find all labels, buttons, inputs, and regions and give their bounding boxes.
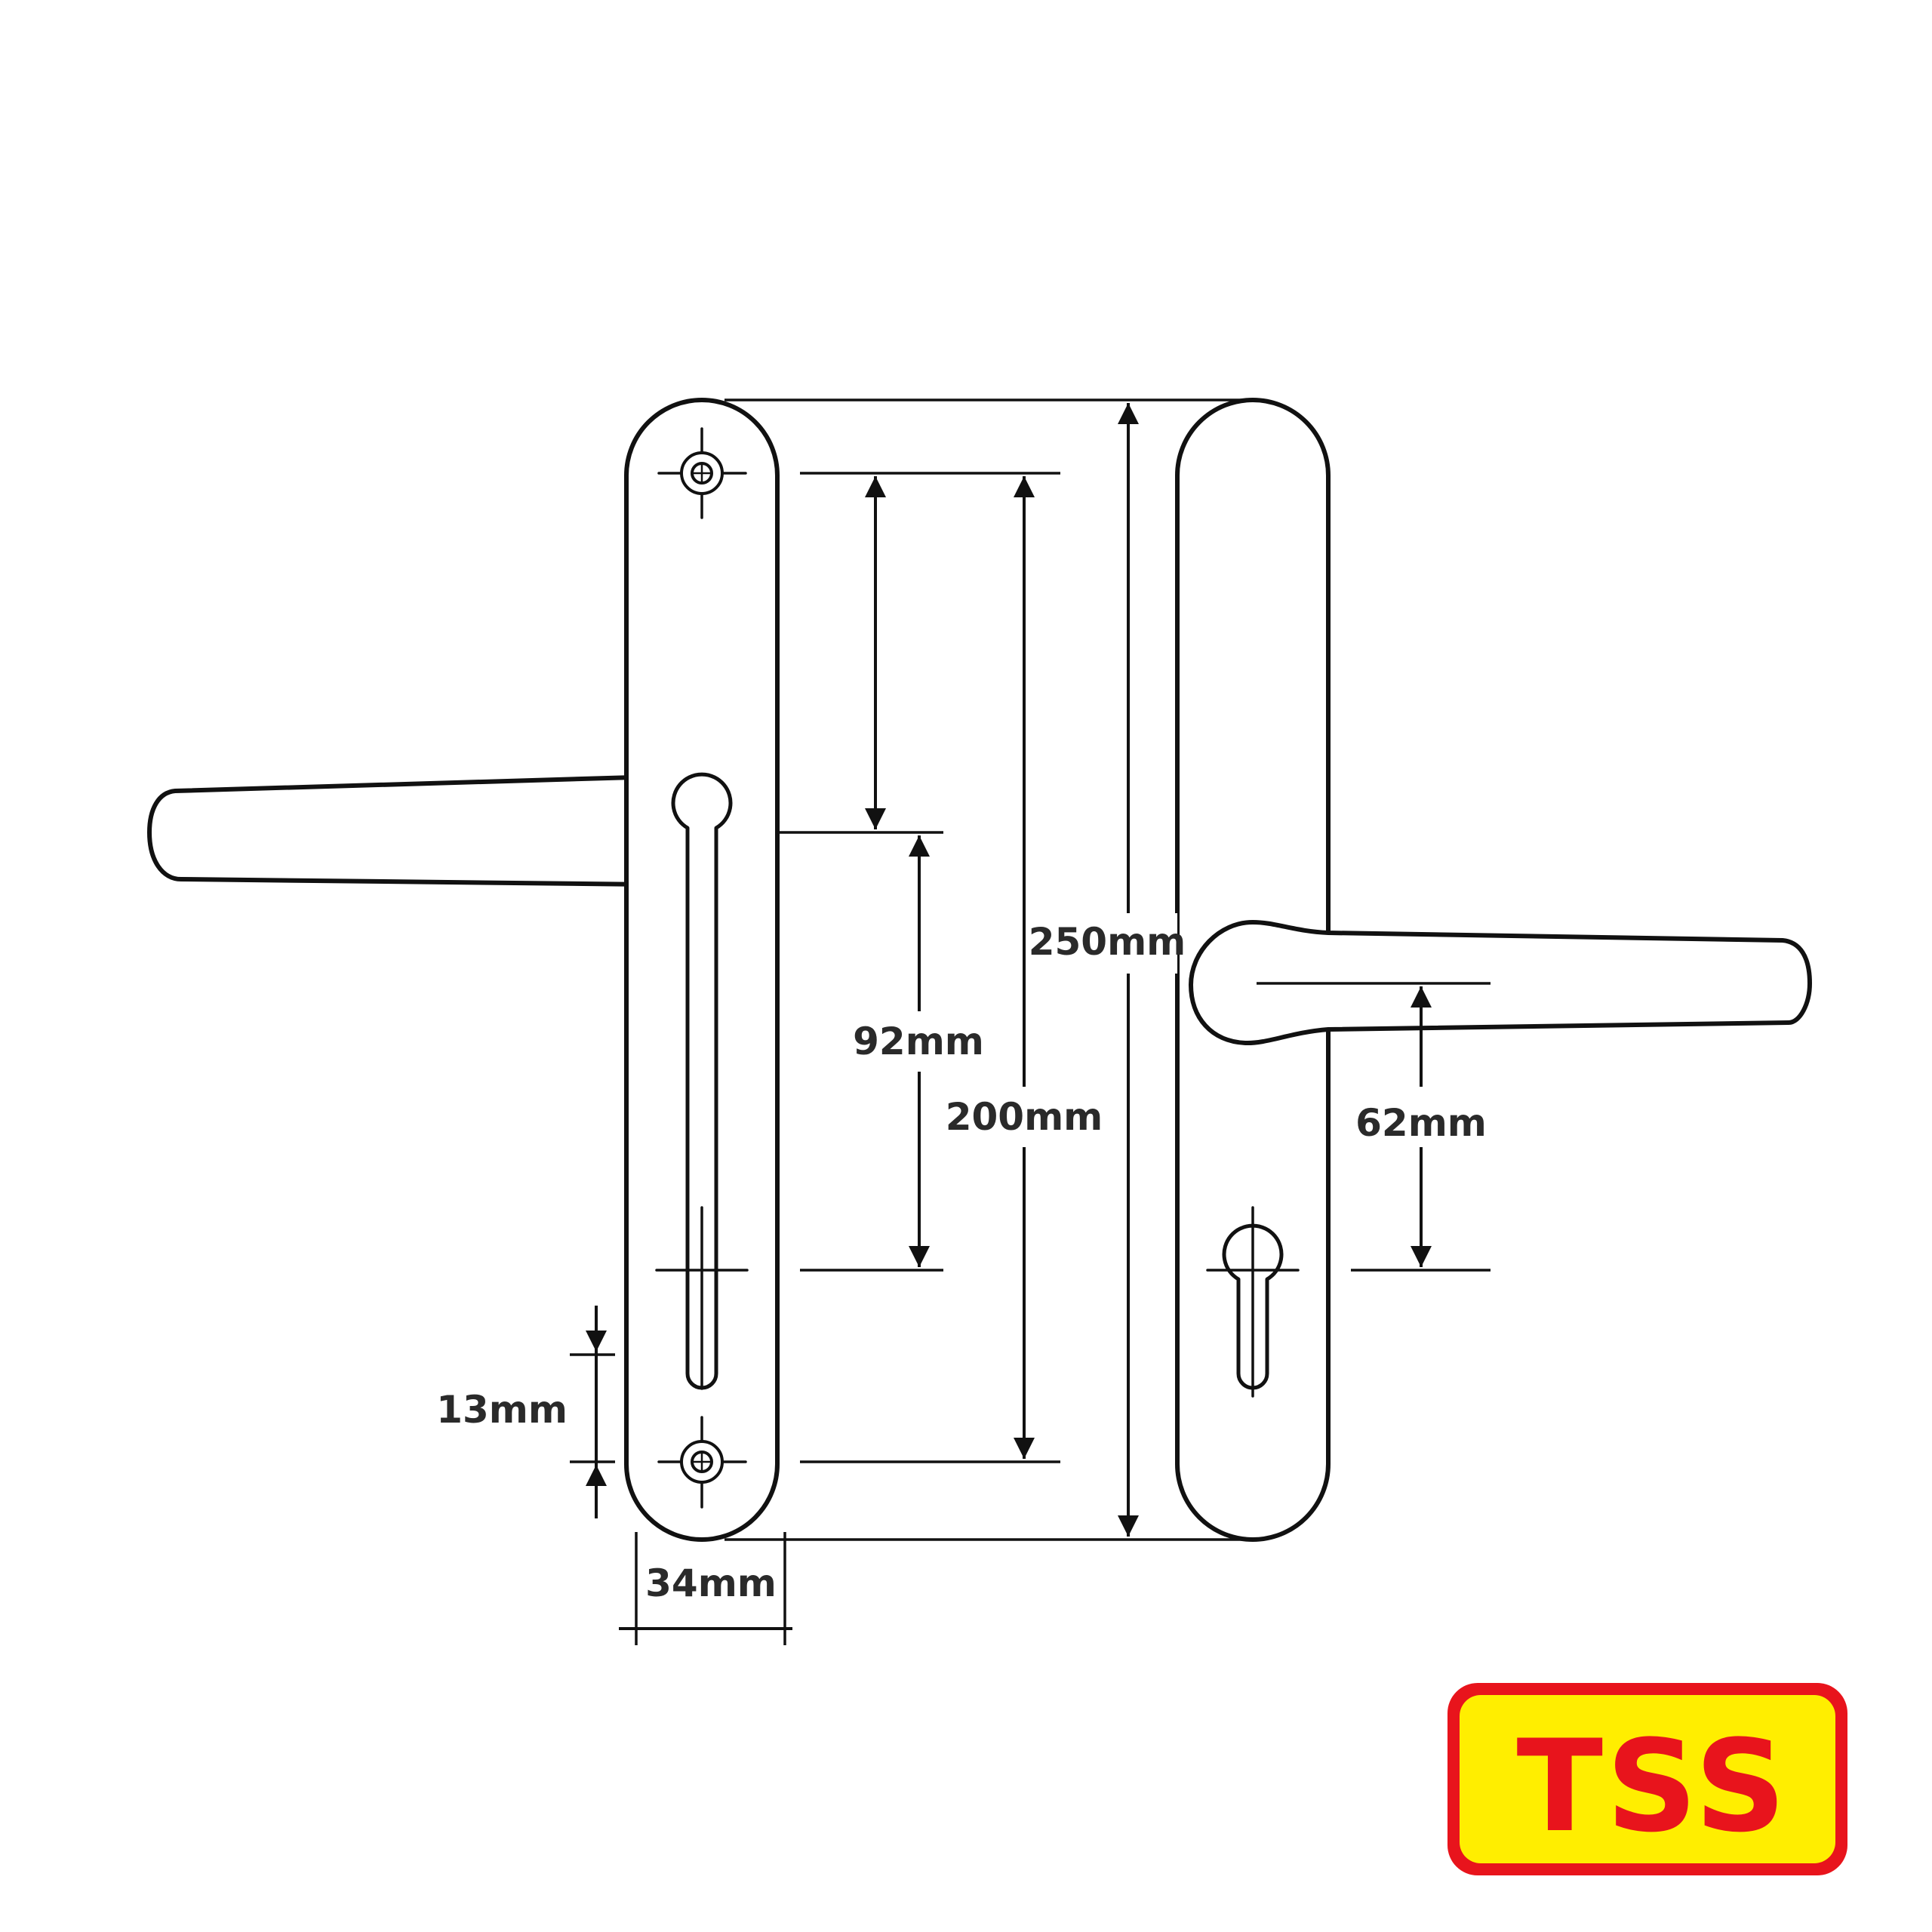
label-250mm: 250mm <box>1029 920 1186 964</box>
dimension-labels: 250mm 200mm 92mm 62mm 13mm 34mm <box>436 913 1491 1605</box>
right-lever-handle <box>1189 920 1812 1046</box>
logo-fill <box>1460 1695 1835 1863</box>
label-34mm: 34mm <box>645 1561 777 1605</box>
logo-key-notch <box>1498 1737 1513 1749</box>
label-62mm: 62mm <box>1355 1101 1487 1145</box>
left-euro-cylinder-keyhole <box>655 772 749 1390</box>
right-euro-cylinder-keyhole <box>1206 1206 1300 1398</box>
label-200mm: 200mm <box>946 1095 1103 1139</box>
logo-text: TSS <box>1516 1712 1789 1860</box>
label-92mm: 92mm <box>853 1020 984 1063</box>
left-backplate-assembly <box>147 398 780 1542</box>
label-13mm: 13mm <box>436 1388 568 1432</box>
left-bottom-fixing-screw <box>657 1416 747 1509</box>
right-backplate-assembly <box>1175 398 1812 1542</box>
extension-lines <box>570 398 1491 1645</box>
tss-logo: TSS <box>1447 1683 1847 1875</box>
left-top-fixing-screw <box>657 427 747 519</box>
